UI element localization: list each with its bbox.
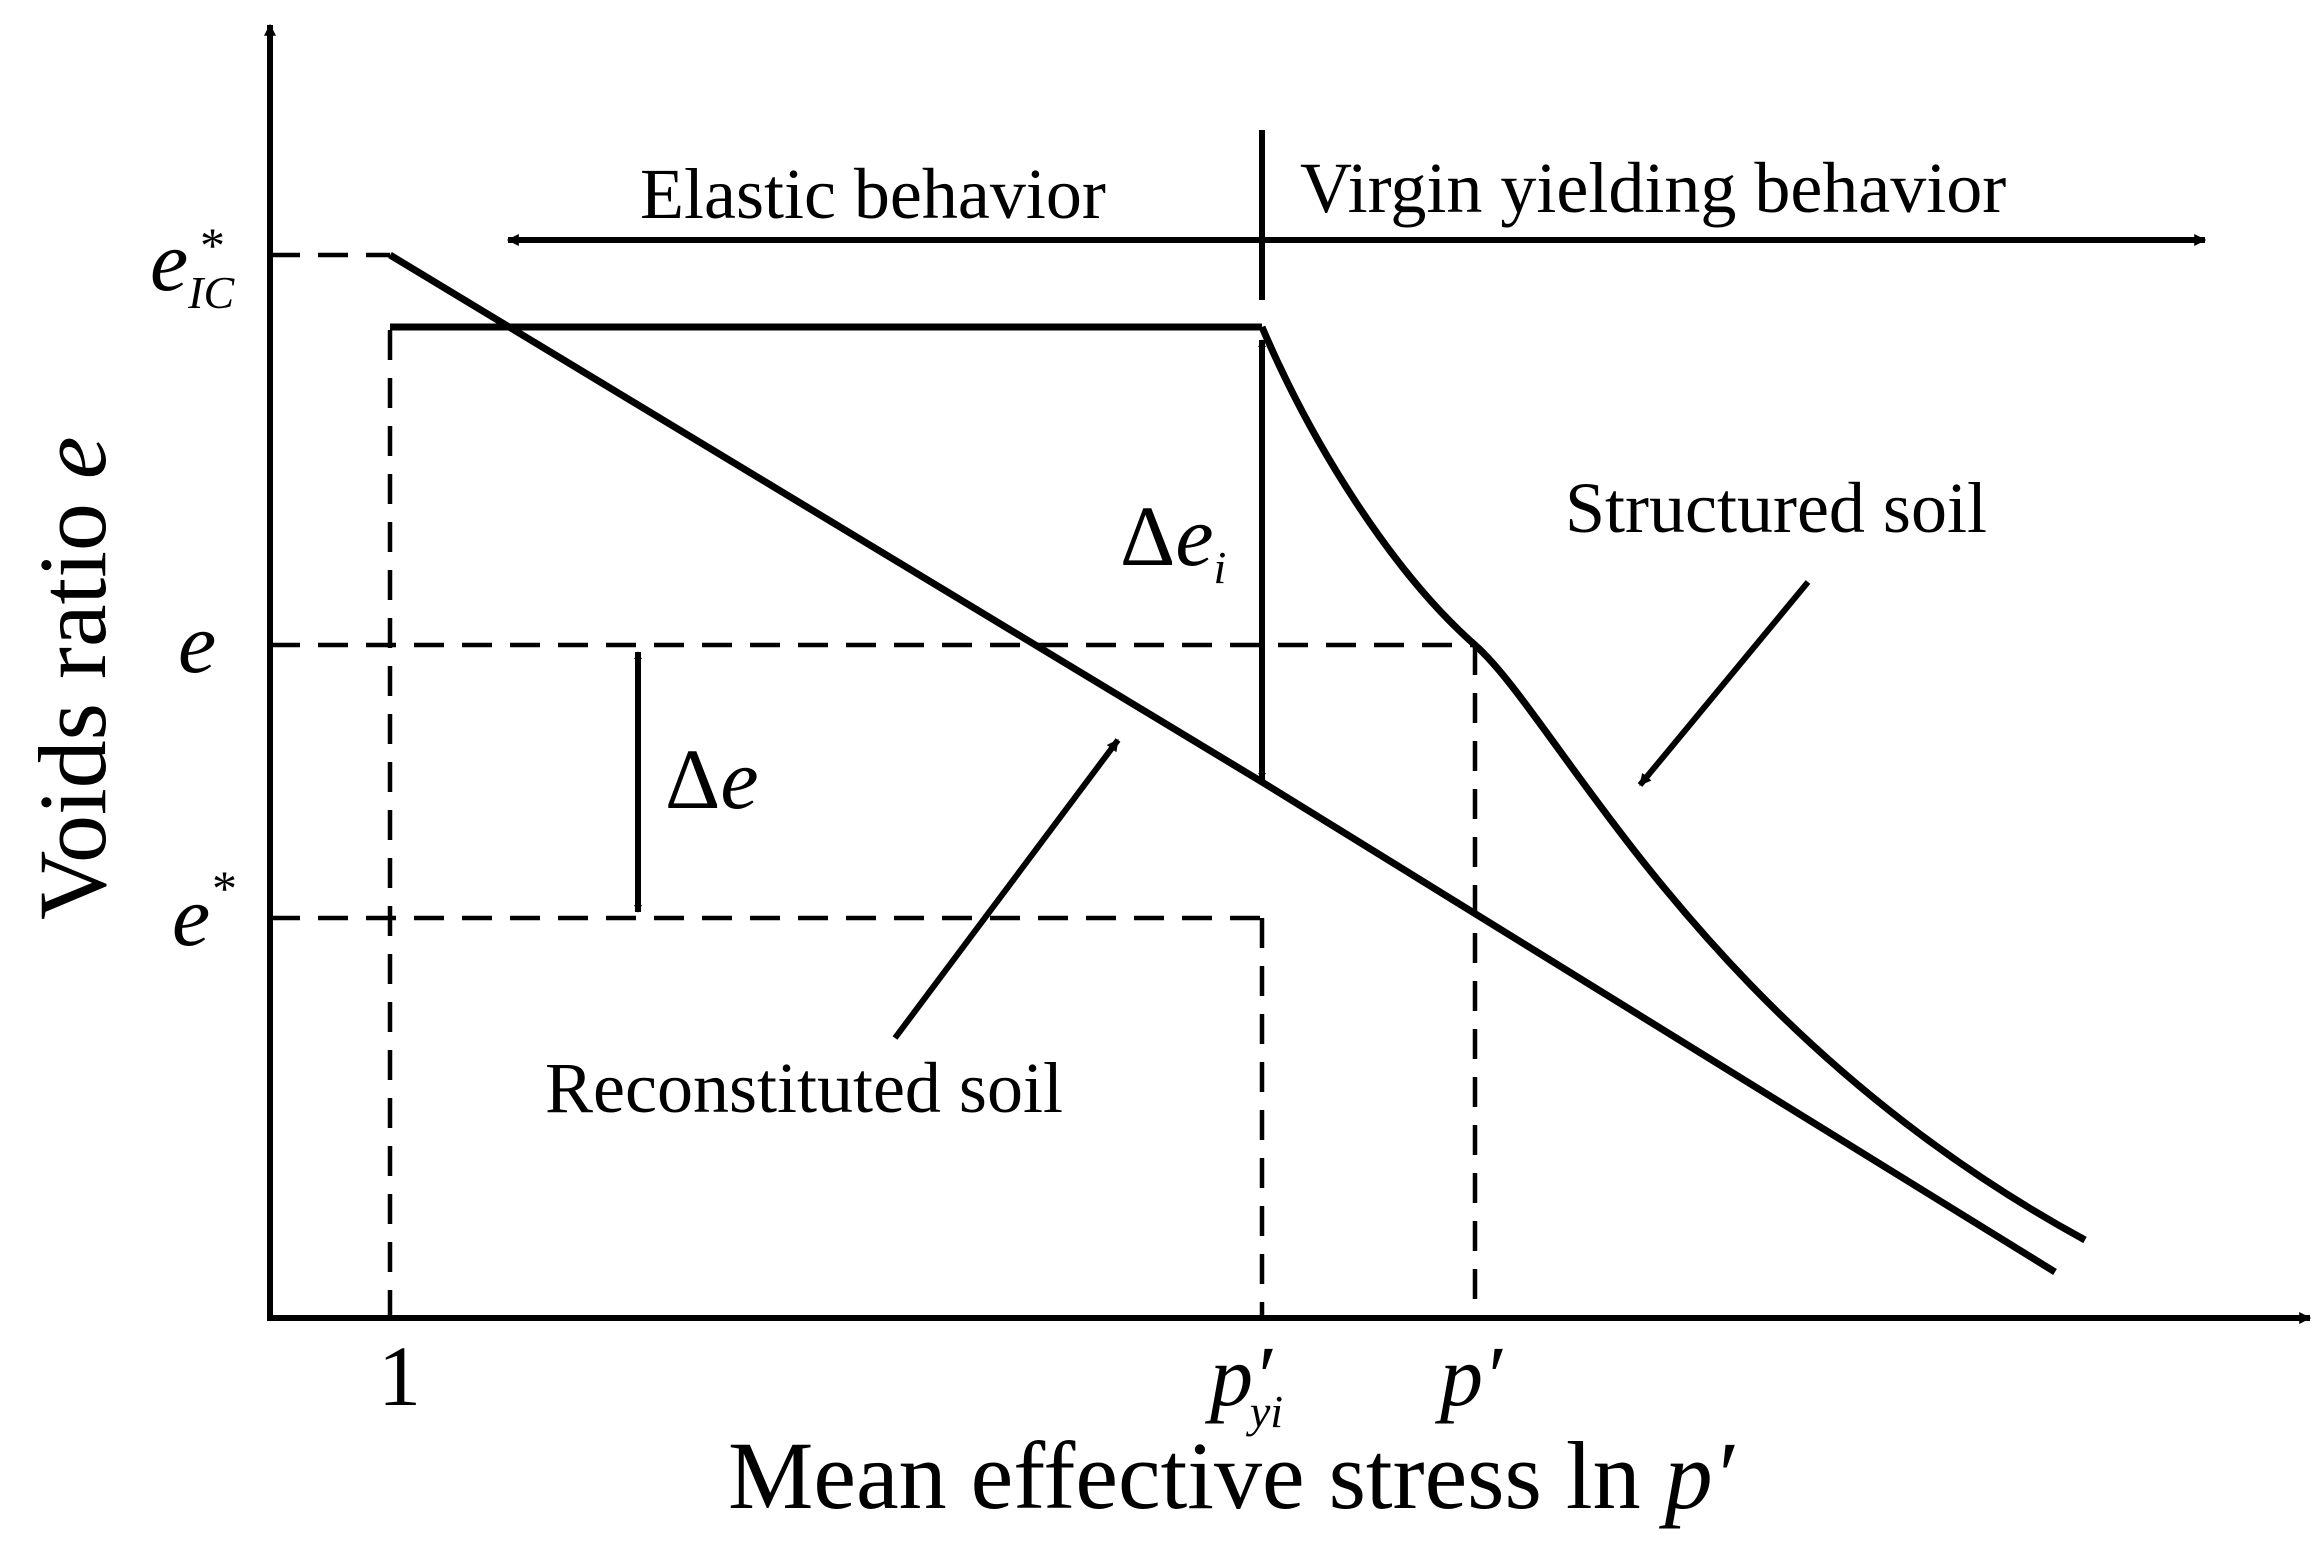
y-tick-e: e — [178, 595, 216, 691]
structured-soil-label: Structured soil — [1565, 468, 1987, 548]
x-tick-pyi: p′yi — [1204, 1328, 1283, 1437]
delta-e-label: Δe — [665, 731, 758, 827]
x-tick-p: p′ — [1434, 1328, 1503, 1424]
y-tick-eic: eIC — [150, 213, 235, 318]
delta-ei-label: Δei — [1120, 488, 1226, 593]
reconstituted-soil-line — [388, 252, 2057, 1275]
structured-soil-yield-curve — [1258, 325, 2087, 1244]
reconstituted-soil-label: Reconstituted soil — [545, 1048, 1063, 1128]
x-tick-one: 1 — [378, 1328, 421, 1424]
y-tick-estar-sup: * — [212, 860, 237, 916]
x-axis-title: Mean effective stress ln p′ — [728, 1422, 1736, 1529]
structured-soil-pointer — [1637, 580, 1811, 787]
y-tick-estar: e — [172, 868, 210, 964]
reconstituted-soil-pointer — [892, 738, 1121, 1040]
y-tick-eic-star: * — [200, 217, 225, 273]
y-axis-title: Voids ratio e — [19, 436, 126, 920]
virgin-yielding-label: Virgin yielding behavior — [1300, 148, 2006, 228]
elastic-behavior-label: Elastic behavior — [640, 154, 1106, 234]
